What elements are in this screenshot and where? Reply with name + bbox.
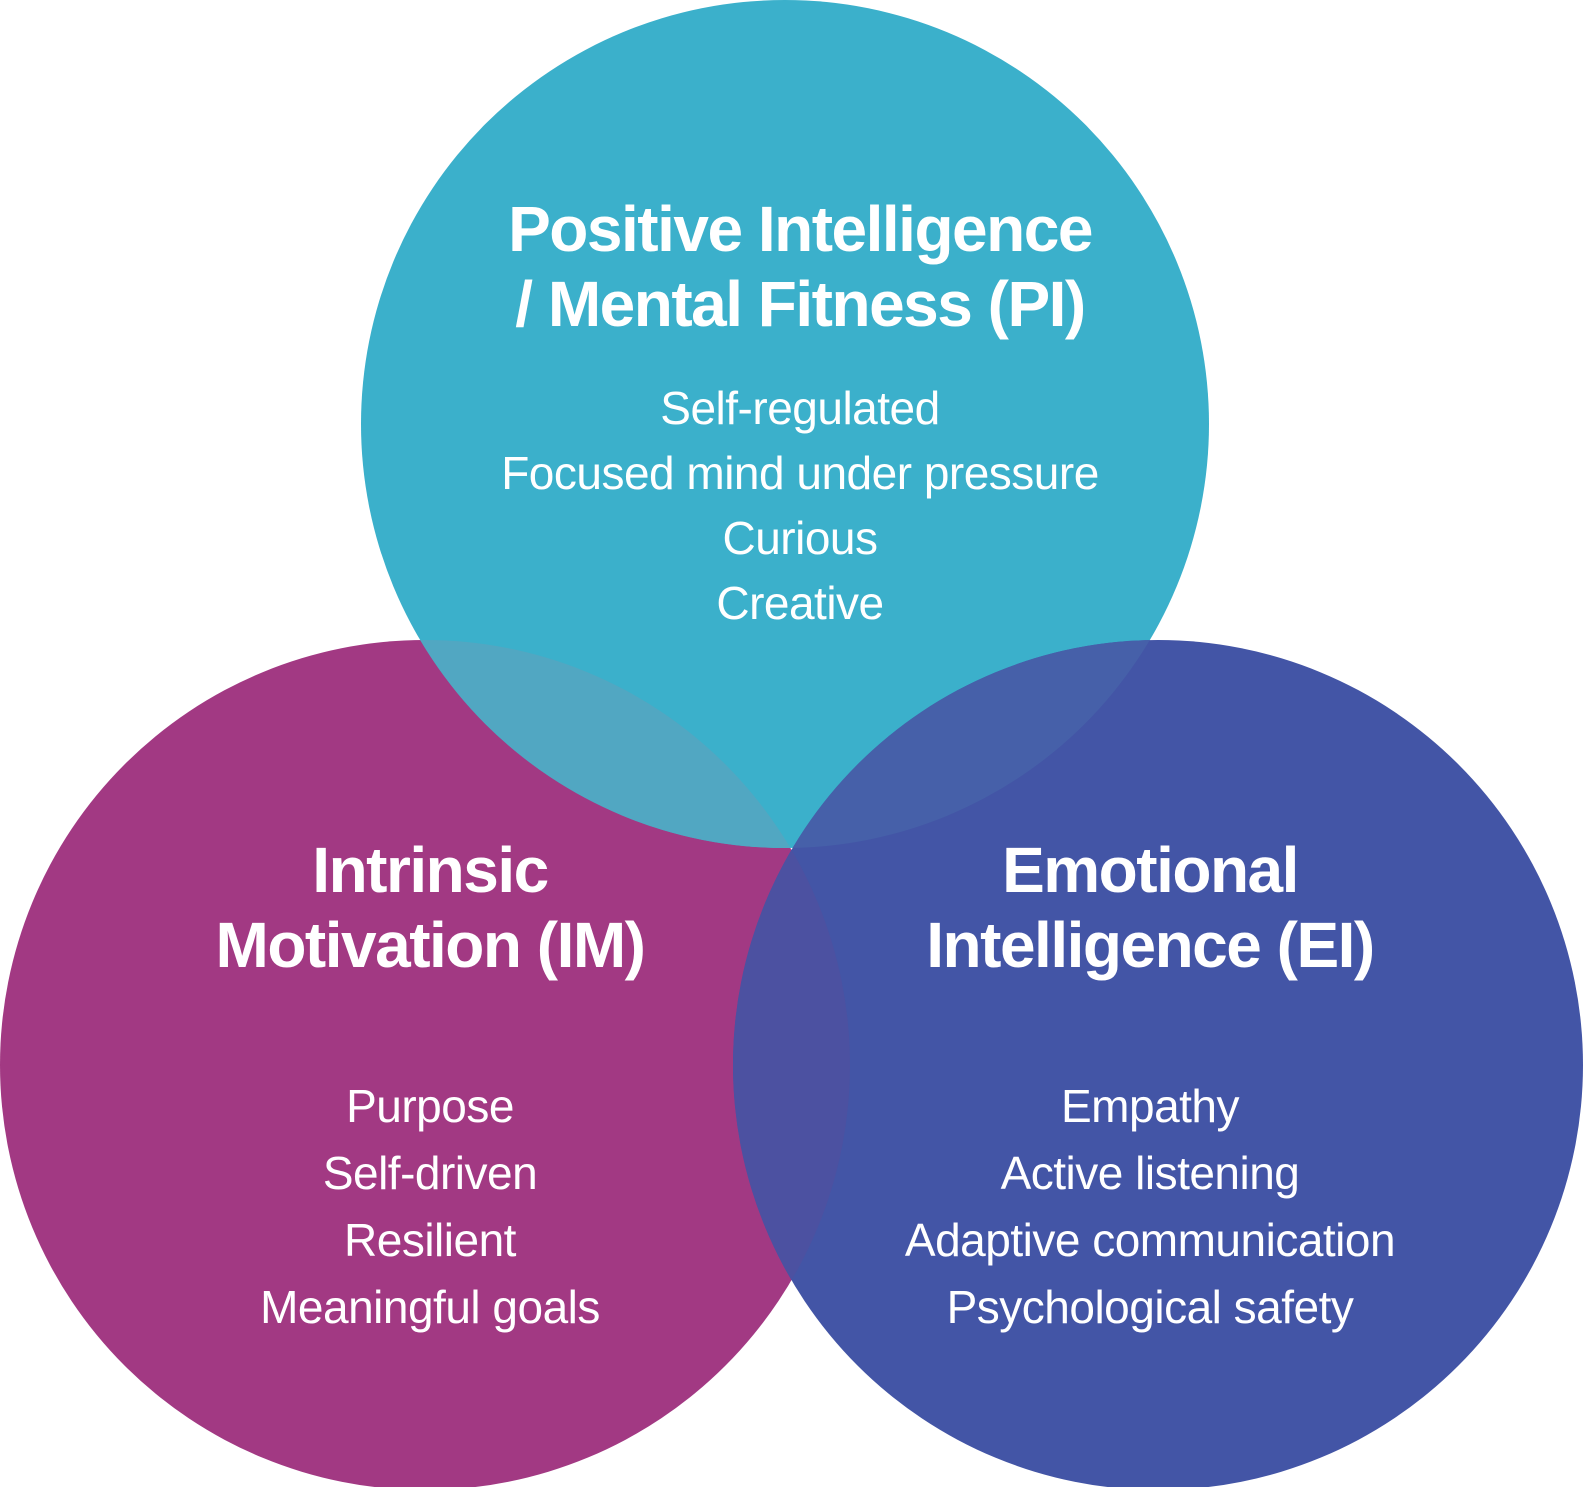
im-title: Intrinsic Motivation (IM) <box>30 833 830 983</box>
pi-items: Self-regulated Focused mind under pressu… <box>300 376 1300 636</box>
ei-title-line-2: Intelligence (EI) <box>926 909 1375 981</box>
ei-item: Psychological safety <box>946 1281 1354 1333</box>
pi-circle <box>361 0 1209 848</box>
pi-item: Self-regulated <box>660 382 940 434</box>
im-title-line-2: Motivation (IM) <box>215 909 646 981</box>
pi-title-line-1: Positive Intelligence <box>508 193 1093 265</box>
pi-item: Curious <box>722 512 878 564</box>
im-item: Meaningful goals <box>260 1281 600 1333</box>
ei-title-line-1: Emotional <box>1002 834 1299 906</box>
im-item: Resilient <box>344 1214 516 1266</box>
im-item: Purpose <box>346 1080 514 1132</box>
pi-item: Creative <box>716 577 884 629</box>
ei-item: Adaptive communication <box>904 1214 1396 1266</box>
pi-title-line-2: / Mental Fitness (PI) <box>515 268 1086 340</box>
pi-circle-text: Positive Intelligence / Mental Fitness (… <box>300 192 1300 636</box>
ei-circle <box>733 640 1583 1487</box>
im-circle <box>0 640 850 1487</box>
ei-item: Active listening <box>1000 1147 1300 1199</box>
pi-title: Positive Intelligence / Mental Fitness (… <box>300 192 1300 342</box>
ei-circle-text: Emotional Intelligence (EI) Empathy Acti… <box>750 833 1550 1341</box>
ei-item: Empathy <box>1060 1080 1240 1132</box>
ei-title: Emotional Intelligence (EI) <box>750 833 1550 983</box>
pi-item: Focused mind under pressure <box>501 447 1099 499</box>
im-items: Purpose Self-driven Resilient Meaningful… <box>30 1073 830 1341</box>
im-circle-text: Intrinsic Motivation (IM) Purpose Self-d… <box>30 833 830 1341</box>
im-item: Self-driven <box>322 1147 538 1199</box>
ei-items: Empathy Active listening Adaptive commun… <box>750 1073 1550 1341</box>
im-title-line-1: Intrinsic <box>312 834 549 906</box>
